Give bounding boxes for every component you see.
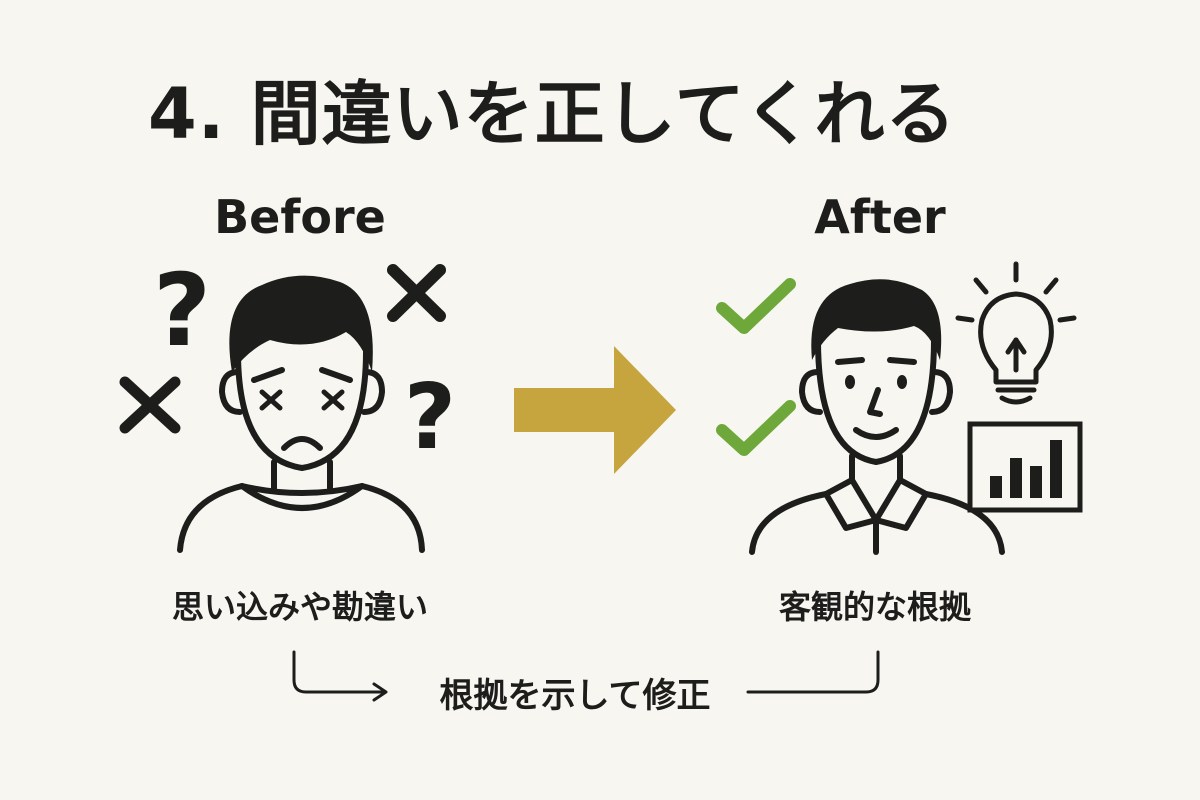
check-icon	[716, 400, 796, 456]
page-title: 4. 間違いを正してくれる	[148, 73, 957, 155]
connector-line	[292, 650, 880, 702]
confused-person-icon	[177, 349, 425, 553]
bar-chart-icon	[967, 421, 1083, 513]
lightbulb-icon	[955, 261, 1077, 405]
question-mark-icon: ?	[404, 365, 456, 470]
question-mark-icon: ?	[153, 252, 211, 369]
check-icon	[716, 278, 796, 334]
before-caption: 思い込みや勘違い	[171, 588, 428, 626]
after-label: After	[814, 190, 946, 244]
hair	[811, 279, 942, 360]
cross-icon	[387, 264, 446, 322]
correction-note: 根拠を示して修正	[439, 676, 711, 716]
confident-person-icon	[749, 337, 1005, 555]
after-caption: 客観的な根拠	[778, 588, 971, 626]
cross-icon	[119, 376, 181, 434]
before-label: Before	[214, 190, 386, 244]
dizzy-eyes	[259, 389, 345, 411]
hair	[229, 275, 373, 372]
arrow-right-icon	[514, 346, 676, 474]
eyes	[845, 375, 907, 389]
